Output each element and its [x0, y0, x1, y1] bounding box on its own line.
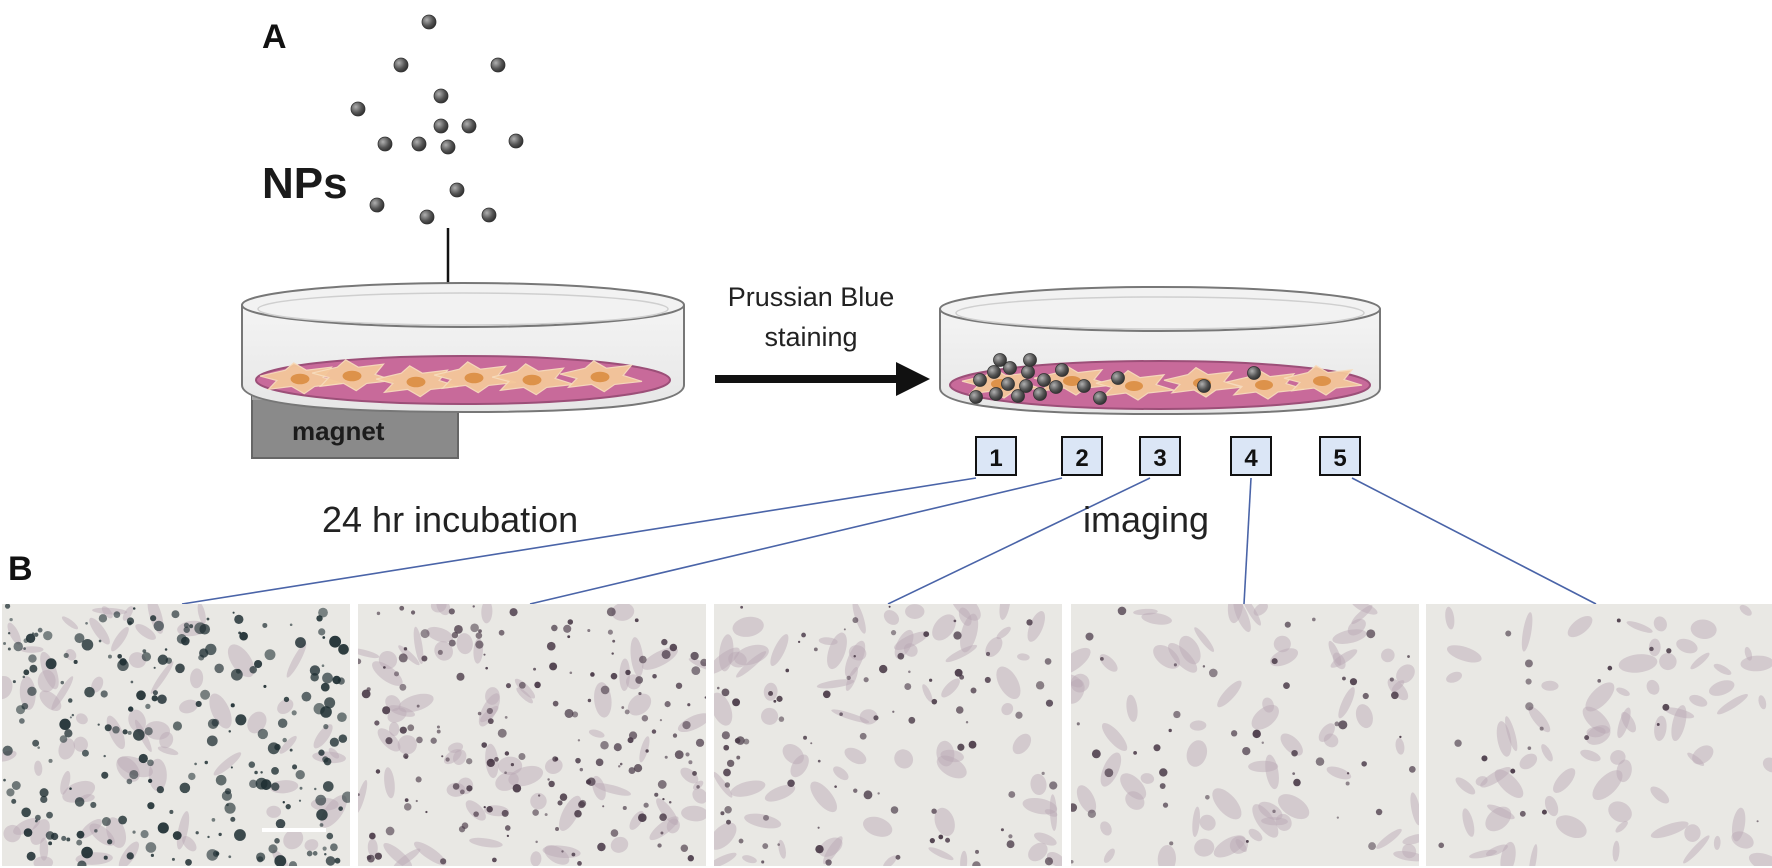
nucleus-icon [406, 376, 426, 388]
nucleus-icon [342, 370, 362, 382]
nanoparticle-icon [1023, 353, 1037, 367]
nucleus-icon [590, 371, 610, 383]
nanoparticle-icon [1021, 365, 1035, 379]
panel-label-b: B [8, 550, 33, 588]
nanoparticle-icon [1247, 366, 1261, 380]
nanoparticle-icon [1011, 389, 1025, 403]
nanoparticle-icon [1033, 387, 1047, 401]
nucleus-icon [1063, 376, 1081, 386]
connector-lines [181, 477, 1597, 605]
falling-nanoparticles [350, 14, 524, 225]
nanoparticle-icon [490, 57, 506, 73]
region-number: 1 [989, 445, 1002, 472]
nanoparticle-icon [1111, 371, 1125, 385]
nanoparticle-icon [377, 136, 393, 152]
incubation-label: 24 hr incubation [322, 499, 578, 540]
right-petri-dish [939, 286, 1381, 416]
nanoparticle-icon [350, 101, 366, 117]
nucleus-icon [1125, 381, 1143, 391]
nanoparticle-icon [1055, 363, 1069, 377]
nanoparticle-icon [461, 118, 477, 134]
nanoparticle-icon [419, 209, 435, 225]
nanoparticle-icon [993, 353, 1007, 367]
region-boxes: 1 2 3 4 5 [975, 436, 1361, 476]
micrograph-5 [1426, 604, 1772, 866]
nanoparticle-icon [969, 390, 983, 404]
nucleus-icon [1255, 380, 1273, 390]
nanoparticle-icon [987, 365, 1001, 379]
micrograph-3 [714, 604, 1062, 866]
micrograph-1 [2, 604, 350, 866]
nanoparticle-icon [1003, 361, 1017, 375]
nanoparticle-icon [481, 207, 497, 223]
nanoparticle-icon [1077, 379, 1091, 393]
nanoparticle-icon [508, 133, 524, 149]
nucleus-icon [522, 374, 542, 386]
deposited-nanoparticles [969, 353, 1261, 405]
left-petri-dish [241, 282, 685, 414]
imaging-label: imaging [1083, 499, 1209, 540]
nanoparticle-icon [1093, 391, 1107, 405]
staining-label-line1: Prussian Blue [728, 282, 895, 312]
nps-label: NPs [262, 159, 348, 208]
region-box-2: 2 [1061, 436, 1103, 476]
nanoparticle-icon [989, 387, 1003, 401]
left-cell-layer [259, 359, 643, 398]
nucleus-icon [464, 372, 484, 384]
nanoparticle-icon [369, 197, 385, 213]
nanoparticle-icon [433, 118, 449, 134]
nanoparticle-icon [973, 373, 987, 387]
nanoparticle-icon [1037, 373, 1051, 387]
nanoparticle-icon [1197, 379, 1211, 393]
region-box-4: 4 [1230, 436, 1272, 476]
connector-line-5 [1351, 477, 1597, 605]
nanoparticle-icon [1049, 380, 1063, 394]
connector-line-2 [529, 477, 1063, 605]
panel-label-a: A [262, 18, 287, 56]
connector-line-3 [887, 477, 1151, 605]
nanoparticle-icon [1001, 377, 1015, 391]
region-number: 2 [1075, 445, 1088, 472]
micrograph-4 [1071, 604, 1419, 866]
nanoparticle-icon [1019, 379, 1033, 393]
region-box-3: 3 [1139, 436, 1181, 476]
nucleus-icon [290, 373, 310, 385]
nanoparticle-icon [411, 136, 427, 152]
micrograph-2 [358, 604, 706, 866]
nanoparticle-icon [449, 182, 465, 198]
nanoparticle-icon [433, 88, 449, 104]
connector-line-4 [1243, 477, 1252, 605]
nanoparticle-icon [421, 14, 437, 30]
region-number: 5 [1333, 445, 1346, 472]
region-number: 3 [1153, 445, 1166, 472]
nanoparticle-icon [393, 57, 409, 73]
region-box-1: 1 [975, 436, 1017, 476]
nucleus-icon [1313, 376, 1331, 386]
magnet-label: magnet [292, 416, 385, 446]
micrograph-row [2, 604, 1772, 866]
connector-line-1 [181, 477, 977, 605]
region-box-5: 5 [1319, 436, 1361, 476]
staining-arrow [715, 362, 930, 396]
region-number: 4 [1244, 445, 1258, 472]
staining-label-line2: staining [764, 322, 857, 352]
nanoparticle-icon [440, 139, 456, 155]
